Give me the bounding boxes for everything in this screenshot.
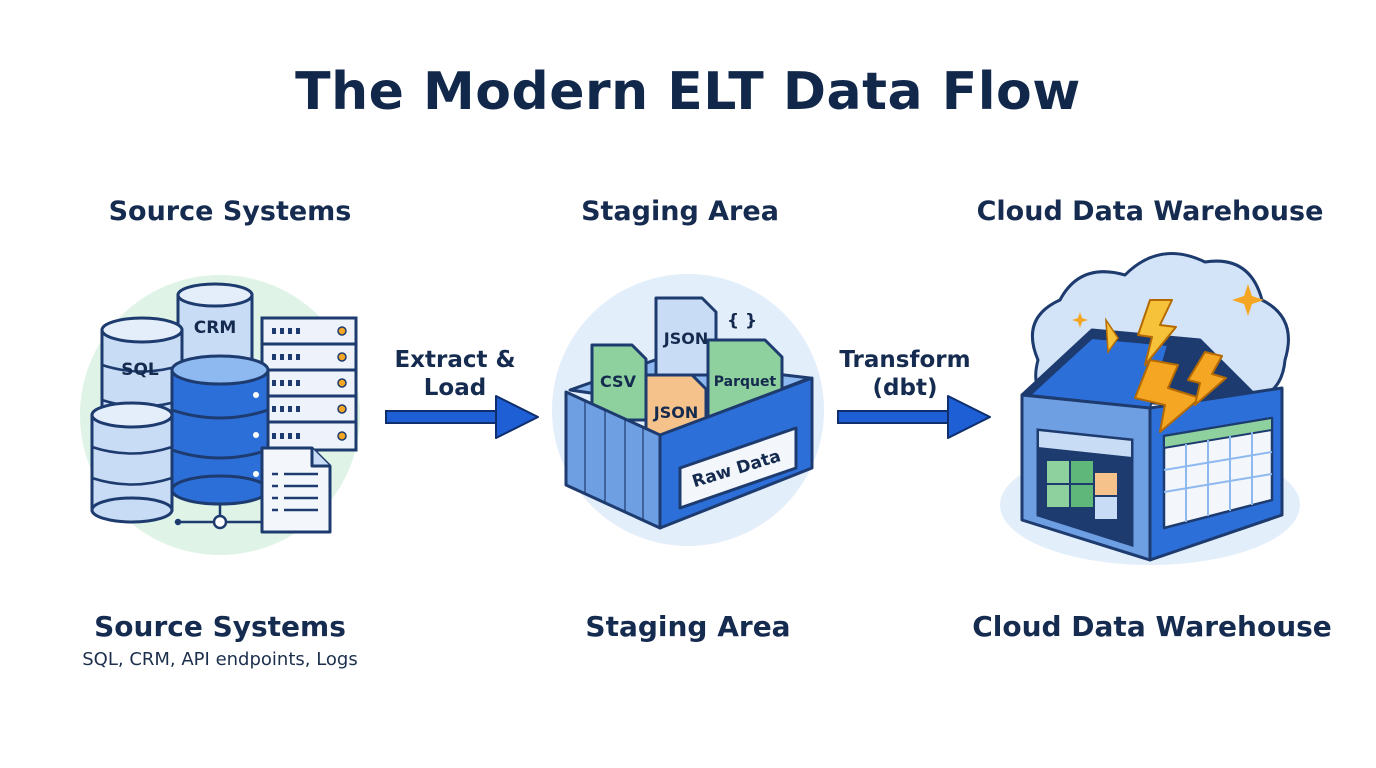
staging-area-heading: Staging Area: [581, 196, 779, 227]
cloud-warehouse-heading: Cloud Data Warehouse: [976, 196, 1324, 227]
cloud-warehouse-footer: Cloud Data Warehouse: [972, 610, 1332, 643]
extract-load-arrow: [385, 395, 539, 439]
sql-label: SQL: [121, 360, 159, 380]
diagram-title: The Modern ELT Data Flow: [295, 62, 1081, 122]
data-table-icon: [1162, 416, 1274, 530]
source-systems-footer: Source Systems: [94, 610, 346, 643]
staging-area-footer: Staging Area: [585, 610, 791, 643]
lightning-icon: [1105, 299, 1227, 433]
staging-bin-icon: CSV JSON { } Parquet JSON Raw Data: [552, 274, 824, 546]
transform-label: Transform (dbt): [830, 346, 980, 402]
database-servers-icon: CRM SQL: [80, 275, 360, 555]
extract-load-label: Extract & Load: [380, 346, 530, 402]
main-database-icon: [170, 354, 270, 506]
json-top-label: JSON: [663, 329, 708, 348]
json-front-label: JSON: [653, 403, 698, 422]
sparkle-icon: [1072, 284, 1264, 328]
extract-load-line1: Extract &: [394, 347, 516, 373]
server-rack-icon: [260, 316, 358, 452]
log-document-icon: [260, 446, 332, 534]
parquet-label: Parquet: [714, 374, 777, 390]
extract-load-line2: Load: [423, 375, 487, 401]
transform-arrow: [837, 395, 991, 439]
csv-label: CSV: [600, 372, 637, 391]
network-connector-icon: [174, 504, 262, 530]
data-cubes-icon: [1045, 459, 1119, 521]
crm-label: CRM: [194, 318, 236, 338]
json-file-icon-top: JSON: [654, 296, 718, 377]
source-systems-subtitle: SQL, CRM, API endpoints, Logs: [82, 649, 358, 670]
transform-line2: (dbt): [872, 375, 938, 401]
braces-label: { }: [727, 311, 757, 331]
database-icon-small: [90, 401, 174, 524]
source-systems-heading: Source Systems: [108, 196, 352, 227]
cloud-warehouse-icon: [1000, 252, 1300, 565]
transform-line1: Transform: [839, 347, 971, 373]
